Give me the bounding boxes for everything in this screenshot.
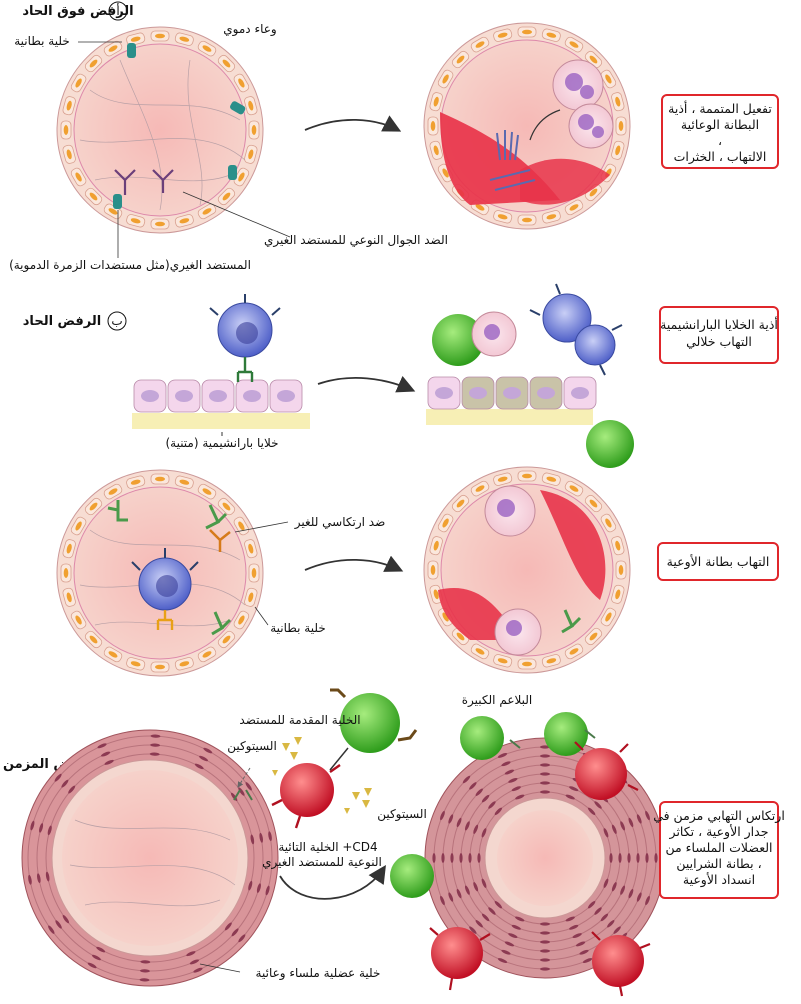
platelet-icon xyxy=(127,43,136,58)
label-antireactive: ضد ارتكاسي للغير xyxy=(294,515,386,530)
section-b: الرفض الحاد ب خلايا بارانشيمية (متنية) xyxy=(23,283,779,677)
label-macrophage: البلاعم الكبيرة xyxy=(462,693,533,708)
label-smooth-muscle: خلية عضلية ملساء وعائية xyxy=(256,966,381,981)
box-c-line: جدار الأوعية ، تكاثر xyxy=(669,824,769,840)
box-c xyxy=(659,801,779,899)
label-cd4-line1: الخلية التائية +CD4 xyxy=(278,840,377,854)
vessel-b-right xyxy=(423,466,631,674)
tcell-icon xyxy=(431,927,483,979)
box-c-line: العضلات الملساء من xyxy=(665,840,772,856)
label-antigen: المستضد الغيري(مثل مستضدات الزمرة الدموي… xyxy=(9,258,251,273)
macrophage-icon xyxy=(432,314,484,366)
antibody-icon xyxy=(114,169,174,195)
hemorrhage xyxy=(540,490,606,600)
label-cytokine-2: السيتوكين xyxy=(377,807,427,822)
label-antibody: الضد الجوال النوعي للمستضد الغيري xyxy=(264,233,448,248)
box-b2-line: التهاب بطانة الأوعية xyxy=(667,554,770,570)
label-cd4-line2: النوعية للمستضد الغيري xyxy=(262,855,382,870)
section-b-marker-circle xyxy=(107,311,127,331)
label-vessel: وعاء دموي xyxy=(223,22,276,37)
vessel-a-right xyxy=(423,22,631,230)
label-apc: الخلية المقدمة للمستضد xyxy=(239,713,360,727)
vessel-b-left xyxy=(56,469,264,677)
box-c-line: انسداد الأوعية xyxy=(683,872,755,888)
parenchymal-layer-right xyxy=(426,376,597,425)
tcell-icon xyxy=(592,935,644,987)
hemorrhage xyxy=(520,158,610,205)
box-b1-line: أذية الخلايا البارانشيمية xyxy=(660,316,778,333)
macrophage-icon xyxy=(340,693,400,753)
label-endothelial-a: خلية بطانية xyxy=(14,34,70,48)
section-a-marker-circle xyxy=(108,1,128,21)
box-a xyxy=(661,94,779,169)
box-a-line: البطانة الوعائية xyxy=(681,117,759,133)
macrophage-icon xyxy=(460,716,504,760)
thrombus xyxy=(489,130,536,191)
tcell-icon xyxy=(575,748,627,800)
box-a-line: تفعيل المتممة ، أذية xyxy=(668,100,772,116)
label-endothelial-b: خلية بطانية xyxy=(270,621,326,635)
section-c: الرفض المزمن ج خلية عضلية ملساء وعائية xyxy=(3,688,785,997)
antibody-icon xyxy=(209,529,231,552)
arrow-icon xyxy=(317,375,416,393)
macrophage-icon xyxy=(390,854,434,898)
arrow-icon xyxy=(304,115,402,132)
tcell-icon xyxy=(280,763,334,817)
box-a-line: ، xyxy=(718,133,722,148)
lymphocyte-icon xyxy=(529,283,623,376)
section-a-marker: أ xyxy=(116,3,119,18)
platelet-icon xyxy=(228,165,237,180)
box-a-line: الالتهاب ، الخثرات xyxy=(674,149,767,165)
box-c-line: بطانة الشرايين ، xyxy=(676,856,761,872)
label-parenchymal: خلايا بارانشيمية (متنية) xyxy=(165,436,278,451)
lymphocyte-icon xyxy=(209,294,281,382)
box-b2 xyxy=(657,542,779,581)
endothelial-ring xyxy=(427,26,627,226)
vessel-c-left xyxy=(21,729,279,987)
cytokine-icon xyxy=(272,737,372,814)
lymphocyte-icon xyxy=(131,548,199,630)
section-b-title: الرفض الحاد xyxy=(23,314,101,329)
platelet-icon xyxy=(230,101,246,115)
vessel-a-left xyxy=(56,26,264,234)
parenchymal-layer-left xyxy=(132,379,310,429)
platelet-icon xyxy=(113,194,122,209)
section-a-title: الرفض فوق الحاد xyxy=(22,4,133,19)
label-cytokine-1: السيتوكين xyxy=(227,739,277,754)
box-b1 xyxy=(659,306,779,364)
box-b1-line: التهاب خلالي xyxy=(686,334,752,350)
arrow-icon xyxy=(279,864,386,900)
macrophage-icon xyxy=(586,420,634,468)
endothelial-ring xyxy=(60,30,260,230)
arrow-icon xyxy=(304,555,404,572)
box-c-line: ارتكاس التهابي مزمن في xyxy=(653,808,785,824)
section-b-marker: ب xyxy=(111,314,122,328)
section-a: الرفض فوق الحاد أ وعاء دموي خلية بطانية … xyxy=(9,1,779,273)
